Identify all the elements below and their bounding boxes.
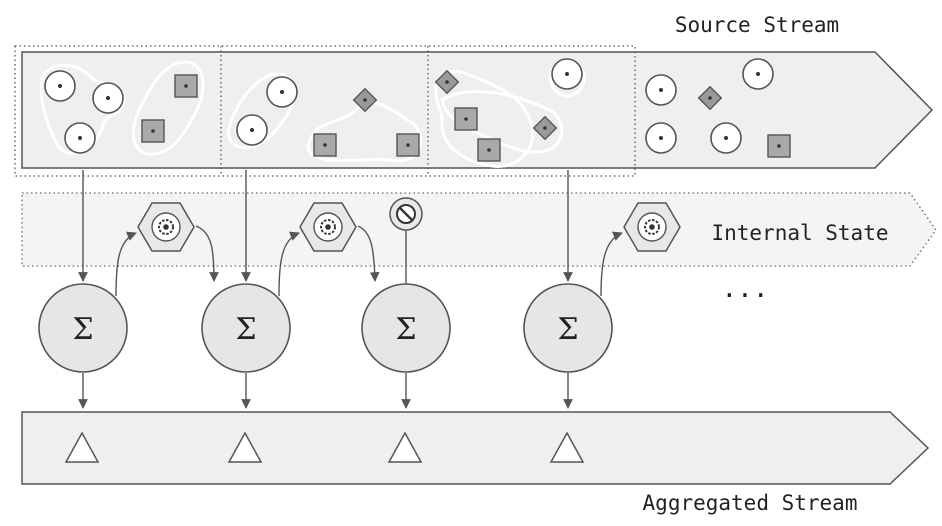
circle-item — [645, 74, 677, 106]
gear-icon — [299, 202, 357, 252]
square-item — [396, 133, 420, 157]
sigma-node-4: Σ — [523, 283, 613, 373]
circle-item — [551, 58, 583, 90]
state-icons — [137, 197, 681, 252]
windows-outline — [14, 45, 636, 177]
sigma-node-3: Σ — [361, 283, 451, 373]
ellipsis-label: ... — [722, 274, 769, 304]
gear-icon — [137, 202, 195, 252]
sigma-nodes: Σ Σ Σ Σ — [38, 283, 613, 373]
square-item — [477, 138, 501, 162]
circle-item — [236, 114, 268, 146]
triangle-item — [387, 431, 423, 463]
circle-item — [710, 122, 742, 154]
triangle-item — [64, 431, 100, 463]
triangle-item — [227, 431, 263, 463]
internal-state-label: Internal State — [711, 221, 888, 245]
circle-item — [645, 122, 677, 154]
sigma-symbol: Σ — [72, 312, 93, 347]
square-item — [454, 107, 478, 131]
circle-item — [266, 76, 298, 108]
square-item — [313, 133, 337, 157]
blocked-icon — [389, 197, 423, 231]
state-arrows — [115, 225, 623, 297]
sigma-node-2: Σ — [201, 283, 291, 373]
sigma-symbol: Σ — [235, 312, 256, 347]
square-item — [174, 74, 198, 98]
triangle-item — [549, 431, 585, 463]
circle-item — [92, 82, 124, 114]
output-arrows — [78, 373, 573, 409]
source-stream-label: Source Stream — [675, 13, 839, 37]
gear-icon — [623, 202, 681, 252]
sigma-symbol: Σ — [395, 312, 416, 347]
output-items — [64, 431, 585, 463]
square-item — [141, 119, 165, 143]
circle-item — [64, 122, 96, 154]
sigma-node-1: Σ — [38, 283, 128, 373]
aggregated-stream-label: Aggregated Stream — [643, 491, 858, 515]
square-item — [767, 134, 791, 158]
circle-item — [742, 58, 774, 90]
aggregated-stream-band — [21, 411, 930, 485]
circle-item — [44, 70, 76, 102]
sigma-symbol: Σ — [557, 312, 578, 347]
internal-state-band — [21, 192, 937, 267]
input-arrows — [78, 170, 573, 282]
